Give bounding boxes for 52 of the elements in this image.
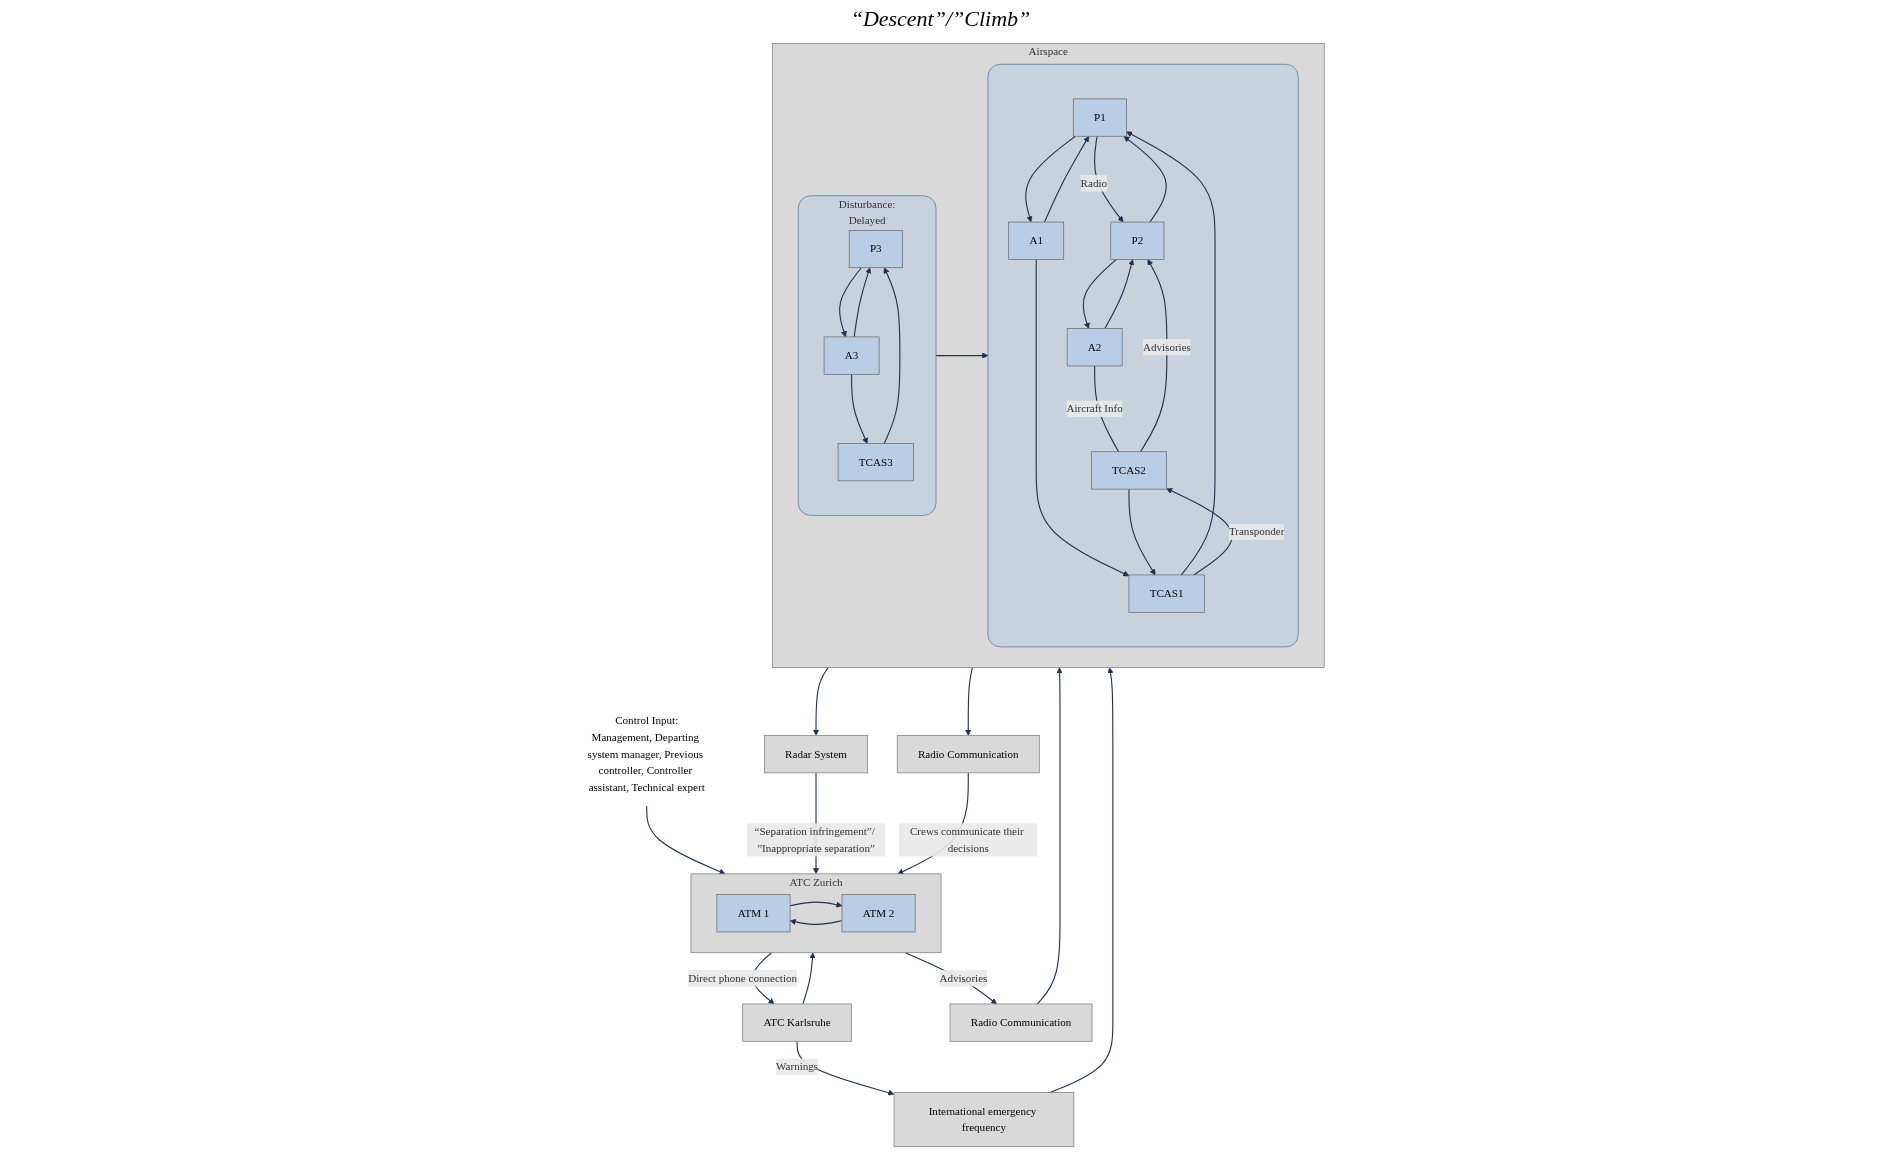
edge-label: Radio: [1080, 177, 1108, 189]
arrow: [839, 267, 862, 338]
node-box: TCAS3: [837, 443, 914, 482]
arrow: [851, 373, 868, 444]
node-box: TCAS1: [1128, 574, 1205, 613]
node-box: ATM 2: [841, 894, 916, 933]
note-label: “Descent”/”Climb”: [850, 6, 1031, 32]
node-box: P2: [1110, 221, 1165, 260]
node-box: A1: [1008, 221, 1065, 260]
arrow: [965, 667, 973, 736]
edge-label: Direct phone connection: [688, 972, 798, 984]
node-box: Radio Communication: [949, 1003, 1093, 1042]
node-box: P3: [848, 230, 903, 269]
arrow: [883, 267, 901, 445]
arrow: [789, 901, 843, 908]
edge-label: Warnings: [776, 1060, 819, 1073]
arrow: [1082, 258, 1117, 329]
node-box: A2: [1066, 328, 1123, 367]
cluster: [987, 63, 1299, 648]
arrow: [1035, 258, 1130, 577]
arrow: [853, 267, 872, 338]
arrow: [789, 918, 843, 925]
arrow: [1139, 259, 1168, 453]
arrow: [1123, 136, 1167, 223]
arrow: [1104, 259, 1135, 330]
node-box: Radar System: [764, 735, 869, 774]
arrow: [904, 952, 997, 1005]
edge-label: Advisories: [939, 972, 988, 984]
arrow: [646, 805, 726, 875]
edge-label: “Separation infringement”/ ”Inappropriate separation”: [754, 825, 875, 854]
arrow: [812, 667, 829, 736]
node-box: ATM 1: [716, 894, 791, 933]
edge-label: Crews communicate their decisions: [909, 825, 1024, 854]
node-box: P1: [1072, 98, 1127, 137]
edge-label: Advisories: [1142, 341, 1191, 353]
arrow: [1126, 131, 1216, 576]
arrow: [1166, 488, 1233, 576]
edge-label: Transponder: [1228, 525, 1285, 538]
arrow: [1128, 488, 1156, 576]
node-box: TCAS2: [1090, 451, 1167, 490]
arrow: [1036, 667, 1063, 1005]
arrow: [802, 952, 816, 1005]
node-box: Radio Communication: [896, 735, 1040, 774]
arrow: [1025, 135, 1076, 223]
edge-label: Aircraft Info: [1066, 402, 1123, 415]
arrow: [1043, 136, 1090, 223]
node-box: International emergency frequency: [893, 1092, 1075, 1147]
node-text: Control Input: Management, Departing system manager, Previous controller, Controller assistant, Technical expert: [587, 714, 705, 793]
arrow: [935, 352, 989, 359]
arrow: [1049, 667, 1114, 1094]
node-box: ATC Karlsruhe: [742, 1003, 852, 1042]
node-box: A3: [823, 336, 880, 375]
